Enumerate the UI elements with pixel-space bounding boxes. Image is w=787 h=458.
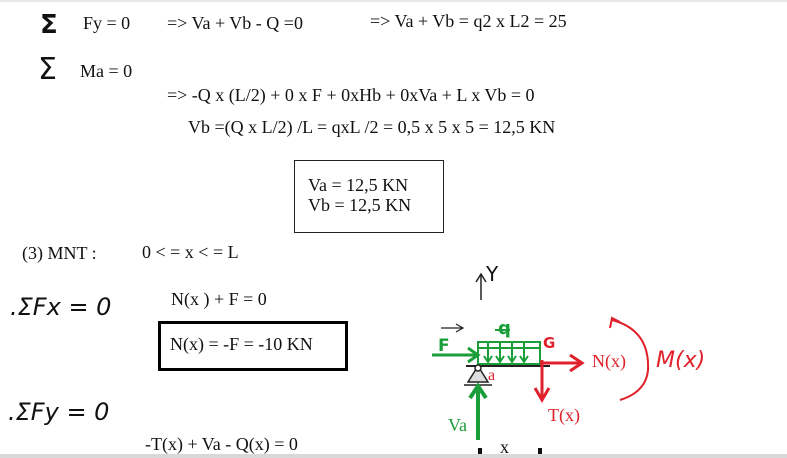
x-label: x <box>500 437 509 457</box>
sum-fx-text: ΣFx = 0 <box>17 293 112 321</box>
sum-fy-label: Fy = 0 <box>83 13 131 33</box>
va-result: Va = 12,5 KN <box>308 175 409 195</box>
ma-step2: Vb =(Q x L/2) /L = qxL /2 = 0,5 x 5 x 5 … <box>188 117 556 137</box>
horizontal-scrollbar[interactable] <box>0 454 787 458</box>
distributed-load <box>477 329 541 365</box>
load-q-label: q <box>498 318 511 339</box>
tx-label: T(x) <box>548 405 580 425</box>
bullet-dot: . <box>10 293 18 321</box>
nx-result-box <box>158 321 348 371</box>
va-label: Va <box>448 415 467 435</box>
bullet-dot-2: . <box>8 398 16 426</box>
sum-fx-handwritten: .ΣFx = 0 <box>10 293 111 321</box>
result-box <box>294 160 444 233</box>
f-indicator-arrow <box>441 323 465 333</box>
shear-force-arrow <box>533 360 551 403</box>
nx-result: N(x) = -F = -10 KN <box>170 334 313 354</box>
nx-label: N(x) <box>592 351 626 371</box>
y-axis-arrow <box>475 272 487 300</box>
point-g-label: G <box>543 334 556 352</box>
sum-ma-label: Ma = 0 <box>80 61 133 81</box>
point-a-label: a <box>488 367 496 384</box>
ma-step1: => -Q x (L/2) + 0 x F + 0xHb + 0xVa + L … <box>167 85 535 105</box>
sum-fy-text: ΣFy = 0 <box>15 398 110 426</box>
sigma-symbol-2: Σ <box>38 52 57 87</box>
sum-fy-step2: => Va + Vb = q2 x L2 = 25 <box>370 11 567 31</box>
sigma-symbol: Σ <box>40 10 58 40</box>
vb-result: Vb = 12,5 KN <box>308 195 412 215</box>
mx-label: M(x) <box>656 348 706 373</box>
force-f-label: F <box>438 336 450 356</box>
va-arrow <box>468 382 488 440</box>
top-border <box>0 0 787 2</box>
nx-equation: N(x ) + F = 0 <box>171 289 267 309</box>
force-f-arrow <box>432 346 481 364</box>
mnt-heading: (3) MNT : <box>22 243 97 263</box>
sum-fy-handwritten: .ΣFy = 0 <box>8 398 109 426</box>
mnt-range: 0 < = x < = L <box>142 242 239 262</box>
moment-arc <box>609 316 650 401</box>
tx-equation: -T(x) + Va - Q(x) = 0 <box>145 434 298 454</box>
sum-fy-step1: => Va + Vb - Q =0 <box>167 13 303 33</box>
normal-force-arrow <box>540 353 585 373</box>
y-axis-label: Y <box>486 262 499 286</box>
